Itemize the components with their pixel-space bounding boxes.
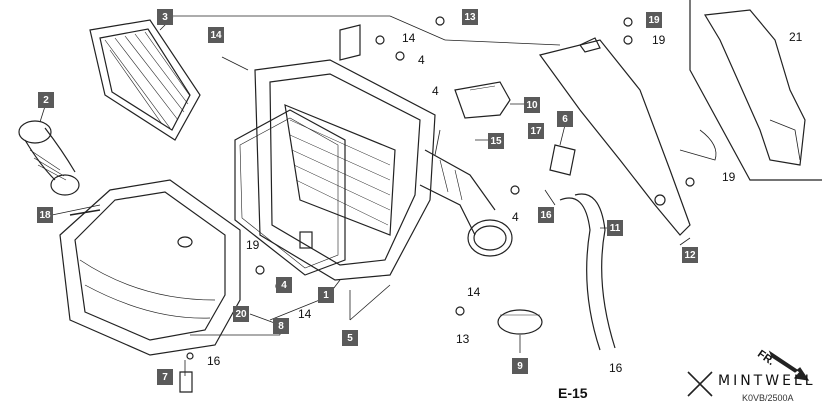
detail-view [689,0,822,181]
label-4: 4 [418,53,425,67]
label-19: 19 [652,33,666,47]
callout-1: 1 [318,287,334,303]
breather-hose [559,193,616,351]
callout-10: 10 [524,97,540,113]
callout-11: 11 [607,220,623,236]
clamp [497,309,543,335]
callout-12: 12 [682,247,698,263]
label-4: 4 [512,210,519,224]
callout-20: 20 [233,306,249,322]
label-14: 14 [298,307,312,321]
intake-duct [18,120,80,196]
label-4: 4 [432,84,439,98]
diagram-code: K0VB/2500A [742,393,794,403]
label-19: 19 [722,170,736,184]
air-filter-element [89,19,201,141]
bracket-plate [538,37,717,236]
label-14: 14 [467,285,481,299]
reference-label: E-15 [558,385,588,401]
callout-9: 9 [512,358,528,374]
callout-7: 7 [157,369,173,385]
callout-14: 14 [208,27,224,43]
resonator [454,81,511,119]
callout-3: 3 [157,9,173,25]
label-19: 19 [246,238,260,252]
drain-tube [549,144,576,176]
callout-19: 19 [646,12,662,28]
air-cleaner-case [234,24,436,281]
brand-logo-icon [687,371,713,397]
label-16: 16 [609,361,623,375]
callout-18: 18 [37,207,53,223]
label-16: 16 [207,354,221,368]
callout-16: 16 [538,207,554,223]
label-14: 14 [402,31,416,45]
callout-5: 5 [342,330,358,346]
callout-15: 15 [488,133,504,149]
callout-2: 2 [38,92,54,108]
brand-name: MINTWELL [718,373,816,389]
label-21: 21 [789,30,803,44]
callout-6: 6 [557,111,573,127]
callout-13: 13 [462,9,478,25]
label-13: 13 [456,332,470,346]
callout-8: 8 [273,318,289,334]
callout-4: 4 [276,277,292,293]
connecting-tube [419,149,513,257]
air-cleaner-case-cover [59,179,241,356]
front-arrow-icon [768,350,810,381]
callout-17: 17 [528,123,544,139]
